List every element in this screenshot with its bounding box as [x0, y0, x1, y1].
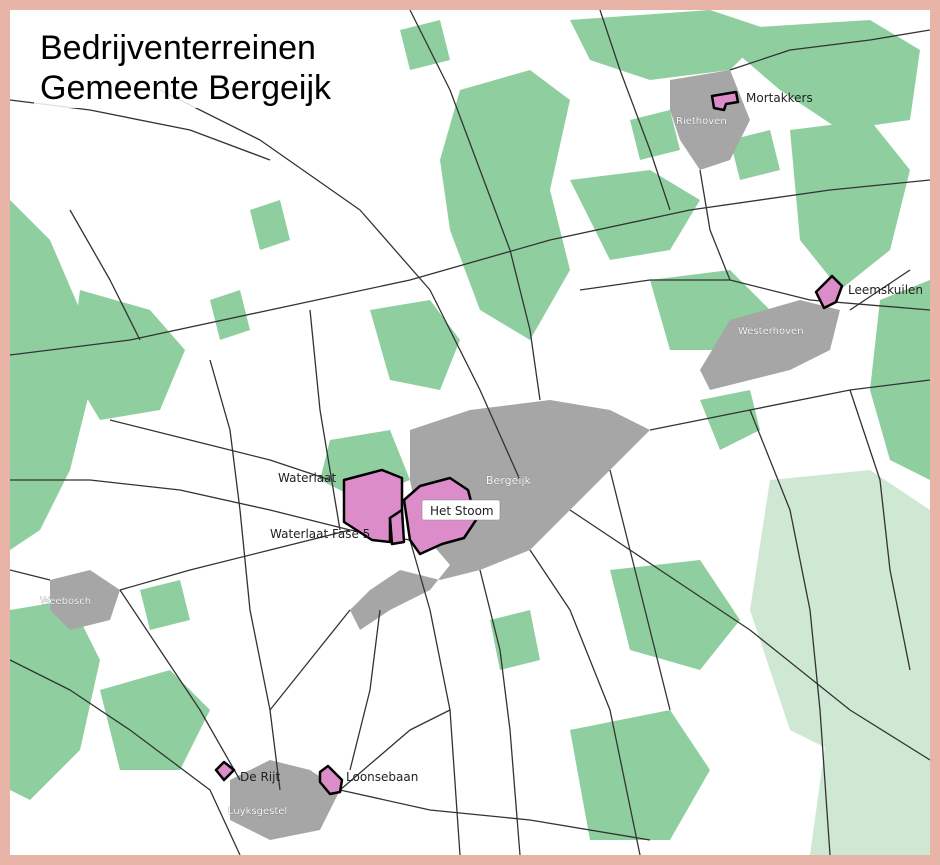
- forest-areas: [10, 10, 930, 840]
- business-park-de-rijt[interactable]: [214, 760, 236, 782]
- road: [699, 169, 731, 281]
- forest-area: [870, 280, 930, 480]
- forest-area: [570, 710, 710, 840]
- forest-area: [10, 200, 90, 550]
- forest-area: [250, 200, 290, 250]
- road: [269, 609, 351, 711]
- forest-area: [790, 120, 910, 290]
- road: [10, 659, 241, 855]
- map-title-line2: Gemeente Bergeijk: [40, 69, 332, 107]
- road: [69, 209, 141, 341]
- road: [479, 569, 521, 855]
- built-areas: [50, 70, 840, 840]
- road: [849, 269, 911, 311]
- road: [159, 89, 521, 481]
- forest-area: [210, 290, 250, 340]
- label-waterlaat-fase5[interactable]: Waterlaat Fase 5: [270, 527, 370, 541]
- label-het-stoom-box[interactable]: Het Stoom: [421, 499, 501, 521]
- road: [10, 179, 930, 356]
- forest-area: [710, 20, 920, 130]
- road: [349, 609, 381, 771]
- town-label-bergeijk: Bergeijk: [486, 474, 532, 487]
- business-park-labels: Mortakkers Leemskuilen Waterlaat Waterla…: [240, 91, 923, 784]
- forest-area: [140, 580, 190, 630]
- town-labels: Riethoven Westerhoven Bergeijk Weebosch …: [40, 116, 804, 817]
- light-forest-areas: [750, 470, 930, 855]
- road: [10, 99, 271, 161]
- town-label-riethoven: Riethoven: [676, 116, 727, 127]
- road: [409, 539, 461, 855]
- road: [529, 549, 641, 855]
- road: [849, 389, 911, 671]
- forest-area: [490, 610, 540, 670]
- built-area-weebosch: [50, 570, 120, 630]
- forest-area: [730, 130, 780, 180]
- town-label-luyksgestel: Luyksgestel: [228, 806, 287, 817]
- label-het-stoom[interactable]: Het Stoom: [430, 504, 494, 518]
- label-waterlaat[interactable]: Waterlaat: [278, 471, 337, 485]
- business-park-leemskuilen[interactable]: [814, 274, 844, 310]
- road: [729, 29, 930, 71]
- road: [339, 709, 451, 791]
- road: [599, 10, 671, 211]
- forest-area: [610, 560, 740, 670]
- forest-area: [570, 10, 770, 80]
- town-label-weebosch: Weebosch: [40, 596, 91, 607]
- label-leemskuilen[interactable]: Leemskuilen: [848, 283, 923, 297]
- road: [209, 359, 281, 791]
- forest-area: [440, 70, 570, 340]
- road: [339, 789, 651, 841]
- road-network: [10, 10, 930, 855]
- forest-area: [700, 390, 760, 450]
- forest-area: [630, 110, 680, 160]
- road: [119, 589, 241, 781]
- forest-area: [100, 670, 210, 770]
- map-title: Bedrijventerreinen Gemeente Bergeijk: [34, 28, 338, 108]
- label-loonsebaan[interactable]: Loonsebaan: [346, 770, 418, 784]
- forest-area-light: [750, 470, 930, 770]
- road: [10, 569, 51, 581]
- road: [119, 529, 351, 591]
- map-title-line1: Bedrijventerreinen: [40, 29, 316, 67]
- road: [109, 419, 331, 481]
- business-park-mortakkers[interactable]: [710, 90, 740, 112]
- town-label-westerhoven: Westerhoven: [738, 326, 804, 337]
- business-park-waterlaat-fase5[interactable]: [388, 508, 406, 546]
- road: [649, 379, 930, 431]
- built-area-luyksgestel: [230, 760, 340, 840]
- road: [409, 10, 541, 401]
- label-background: [421, 499, 501, 521]
- road: [609, 469, 671, 711]
- road: [309, 309, 341, 531]
- label-de-rijt[interactable]: De Rijt: [240, 770, 280, 784]
- forest-area: [400, 20, 450, 70]
- forest-area: [70, 290, 185, 420]
- road: [749, 409, 831, 855]
- label-mortakkers[interactable]: Mortakkers: [746, 91, 813, 105]
- forest-area: [370, 300, 460, 390]
- forest-area: [10, 600, 100, 800]
- forest-area-light: [810, 700, 930, 855]
- map-canvas: Riethoven Westerhoven Bergeijk Weebosch …: [10, 10, 930, 855]
- built-area-westerhoven: [700, 300, 840, 390]
- business-park-loonsebaan[interactable]: [318, 764, 344, 796]
- forest-area: [570, 170, 700, 260]
